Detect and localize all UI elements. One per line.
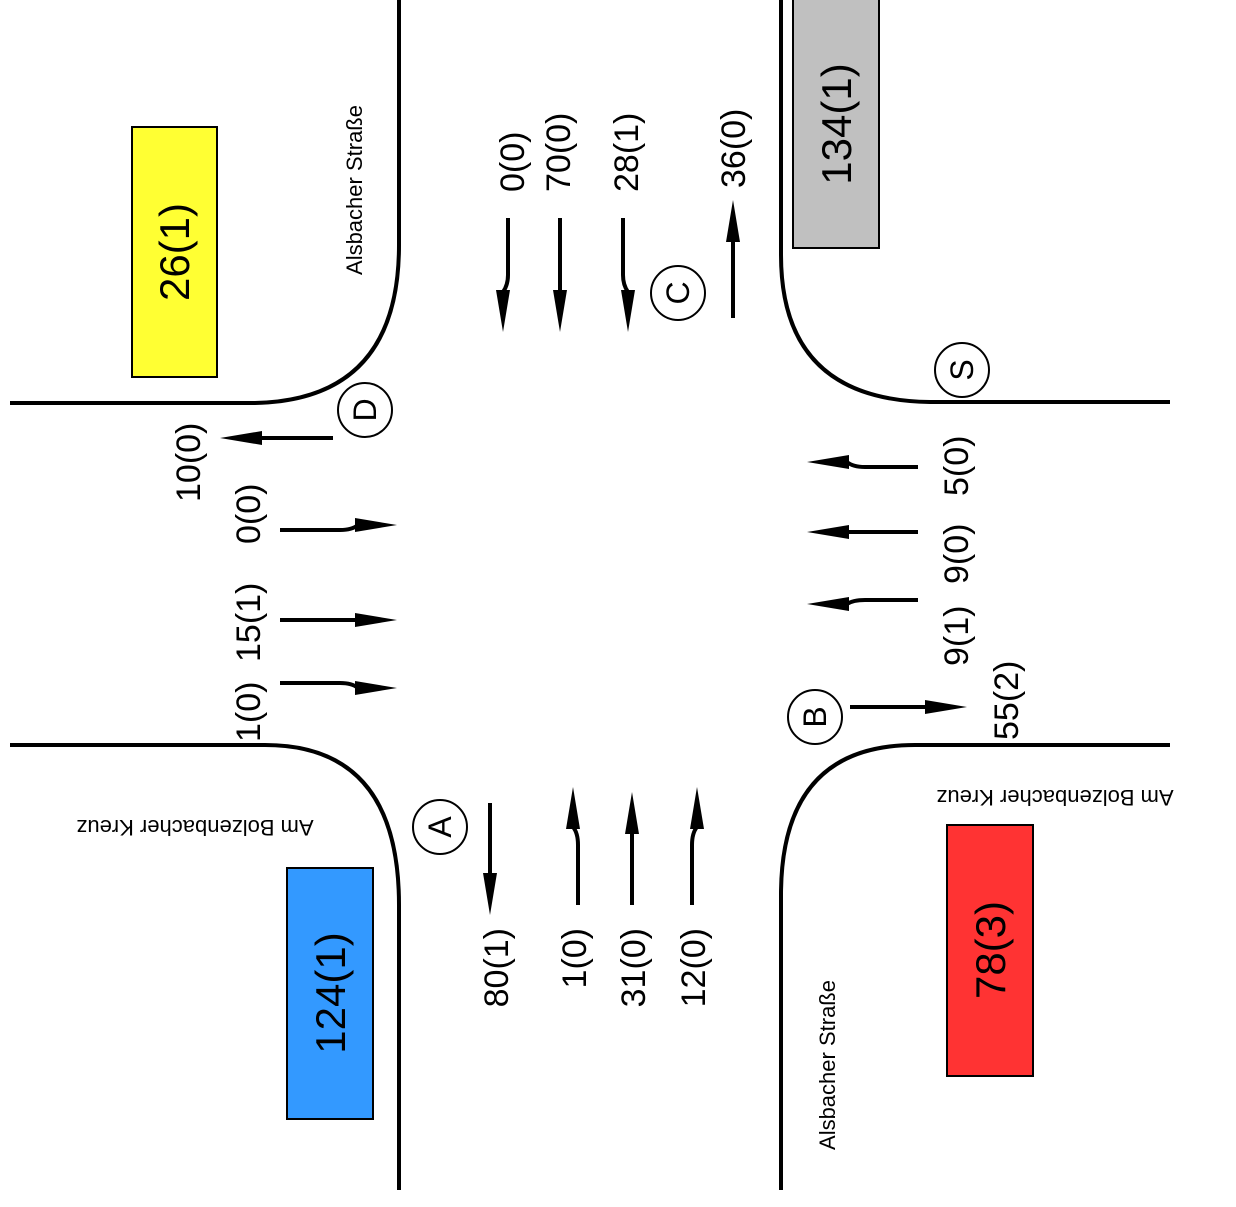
total-box-northwest: 26(1) xyxy=(131,126,218,378)
flow-label-west-in-b: 15(1) xyxy=(230,583,268,662)
arrow-north-in-straight-head xyxy=(553,290,567,332)
arrow-south-in-a-shaft xyxy=(571,825,580,905)
flow-label-north-in-left: 0(0) xyxy=(494,132,532,192)
arrow-east-in-a xyxy=(807,455,918,469)
flow-label-east-in-c: 9(1) xyxy=(938,606,976,666)
node-d-label: D xyxy=(347,398,383,421)
arrow-east-out-head xyxy=(925,700,967,714)
flow-label-west-in-c: 1(0) xyxy=(230,682,268,742)
road-edge-nw xyxy=(10,0,401,405)
arrow-north-in-right-head xyxy=(621,290,635,332)
arrow-east-in-b-head xyxy=(807,525,849,539)
arrow-east-in-b xyxy=(807,525,918,539)
arrow-west-out-head xyxy=(220,431,262,445)
arrow-west-in-b-head xyxy=(355,613,397,627)
node-b-label: B xyxy=(797,706,833,727)
flow-label-west-in-a: 0(0) xyxy=(230,484,268,544)
arrow-south-in-b-head xyxy=(625,792,639,834)
flow-label-north-in-right: 28(1) xyxy=(608,113,646,192)
flow-label-east-out: 55(2) xyxy=(988,661,1026,740)
node-c: C xyxy=(650,265,706,321)
node-a-label: A xyxy=(422,816,458,838)
flow-label-south-in-b: 31(0) xyxy=(615,928,653,1007)
arrow-west-in-a xyxy=(280,518,397,532)
total-box-southwest: 124(1) xyxy=(286,867,374,1120)
street-label-south: Alsbacher Straße xyxy=(815,980,840,1150)
total-label-southwest: 124(1) xyxy=(307,932,354,1053)
arrow-south-in-c xyxy=(690,787,704,905)
road-edge-sw xyxy=(10,743,401,1190)
arrow-south-in-c-head xyxy=(690,787,704,829)
arrow-south-out xyxy=(483,803,497,915)
total-box-northeast-fill xyxy=(792,0,880,249)
arrow-west-in-a-shaft xyxy=(280,523,360,532)
total-box-northwest-fill xyxy=(131,126,218,378)
node-c-circle xyxy=(650,265,706,321)
arrow-east-in-a-shaft xyxy=(845,460,918,469)
arrow-west-out xyxy=(220,431,333,445)
total-box-southeast: 78(3) xyxy=(946,824,1034,1077)
street-label-east: Am Bolzenbacher Kreuz xyxy=(936,785,1173,810)
node-d: D xyxy=(337,382,393,438)
total-box-southwest-fill xyxy=(286,867,374,1120)
arrow-north-in-right-shaft xyxy=(621,218,630,294)
node-s-label: S xyxy=(944,359,980,380)
arrow-south-out-head xyxy=(483,873,497,915)
arrow-north-out-head xyxy=(726,200,740,242)
flow-label-east-in-a: 5(0) xyxy=(938,436,976,496)
node-a: A xyxy=(412,799,468,855)
node-d-circle xyxy=(337,382,393,438)
arrow-south-in-a xyxy=(566,787,580,905)
road-edge-se xyxy=(779,743,1170,1190)
arrow-east-in-c-shaft xyxy=(845,598,918,606)
arrow-east-in-c xyxy=(807,597,918,611)
flow-label-south-in-a: 1(0) xyxy=(556,928,594,988)
node-c-label: C xyxy=(660,281,696,304)
node-b: B xyxy=(787,689,843,745)
total-label-southeast: 78(3) xyxy=(967,901,1014,999)
arrow-south-in-a-head xyxy=(566,787,580,829)
total-box-northeast: 134(1) xyxy=(792,0,880,249)
flow-label-south-in-c: 12(0) xyxy=(675,928,713,1007)
arrow-west-in-a-head xyxy=(355,518,397,532)
node-s: S xyxy=(934,342,990,398)
arrow-south-in-b xyxy=(625,792,639,905)
total-label-northeast: 134(1) xyxy=(813,63,860,184)
street-label-north: Alsbacher Straße xyxy=(342,105,367,275)
arrow-north-in-left-shaft xyxy=(501,218,510,294)
arrow-north-in-right xyxy=(621,218,635,332)
arrow-west-in-c-shaft xyxy=(280,681,360,690)
node-s-circle xyxy=(934,342,990,398)
arrow-north-in-left-head xyxy=(496,290,510,332)
flow-label-north-out: 36(0) xyxy=(715,109,753,188)
arrow-west-in-b xyxy=(280,613,397,627)
arrow-north-out xyxy=(726,200,740,318)
road-edge-ne xyxy=(779,0,1170,404)
total-label-northwest: 26(1) xyxy=(151,203,198,301)
node-a-circle xyxy=(412,799,468,855)
node-b-circle xyxy=(787,689,843,745)
flow-label-east-in-b: 9(0) xyxy=(938,524,976,584)
arrow-east-in-a-head xyxy=(807,455,849,469)
arrow-east-out xyxy=(850,700,967,714)
arrow-north-in-straight xyxy=(553,218,567,332)
flow-label-south-out: 80(1) xyxy=(478,928,516,1007)
flow-label-west-out: 10(0) xyxy=(170,423,208,502)
total-box-southeast-fill xyxy=(946,824,1034,1077)
arrow-west-in-c-head xyxy=(355,681,397,695)
street-label-west: Am Bolzenbacher Kreuz xyxy=(76,815,313,840)
arrow-south-in-c-shaft xyxy=(690,825,699,905)
arrow-north-in-left xyxy=(496,218,510,332)
flow-label-north-in-straight: 70(0) xyxy=(540,113,578,192)
arrow-west-in-c xyxy=(280,681,397,695)
arrow-east-in-c-head xyxy=(807,597,849,611)
